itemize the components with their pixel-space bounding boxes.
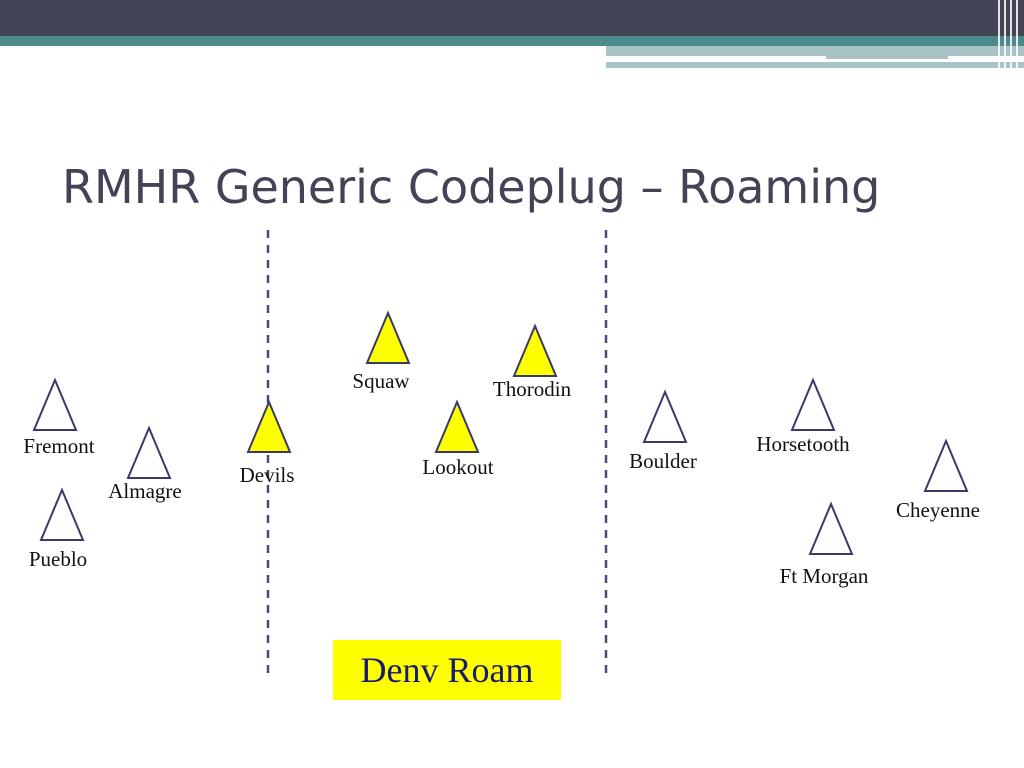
site-triangle-almagre — [126, 425, 172, 479]
header-thin-line — [826, 56, 948, 59]
slide-title: RMHR Generic Codeplug – Roaming — [62, 160, 881, 214]
site-triangle-fremont — [32, 377, 78, 431]
site-label-almagre: Almagre — [108, 479, 182, 503]
site-triangle-thorodin — [512, 323, 558, 377]
site-triangle-ft-morgan — [808, 501, 854, 555]
site-label-ft-morgan: Ft Morgan — [779, 564, 869, 588]
site-label-pueblo: Pueblo — [28, 547, 88, 571]
site-label-squaw: Squaw — [352, 369, 410, 393]
site-triangle-squaw — [365, 310, 411, 364]
site-label-devils: Devils — [239, 463, 295, 487]
site-label-horsetooth: Horsetooth — [756, 432, 850, 456]
site-triangle-lookout — [434, 399, 480, 453]
header-dark-bar — [0, 0, 1024, 36]
header-teal-bar — [0, 36, 1024, 46]
site-label-fremont: Fremont — [23, 434, 95, 458]
header-light-bar — [606, 46, 1024, 56]
site-label-boulder: Boulder — [629, 449, 697, 473]
site-triangle-cheyenne — [923, 438, 969, 492]
site-triangle-horsetooth — [790, 377, 836, 431]
header-stripes — [994, 0, 1024, 70]
site-label-thorodin: Thorodin — [492, 377, 572, 401]
header-light-bar-lower — [606, 62, 1024, 68]
site-triangle-boulder — [642, 389, 688, 443]
roam-zone-label: Denv Roam — [360, 650, 534, 690]
site-label-cheyenne: Cheyenne — [896, 498, 980, 522]
site-triangle-pueblo — [39, 487, 85, 541]
site-triangle-devils — [246, 399, 292, 453]
site-label-lookout: Lookout — [422, 455, 494, 479]
roam-zone-box: Denv Roam — [333, 640, 561, 700]
